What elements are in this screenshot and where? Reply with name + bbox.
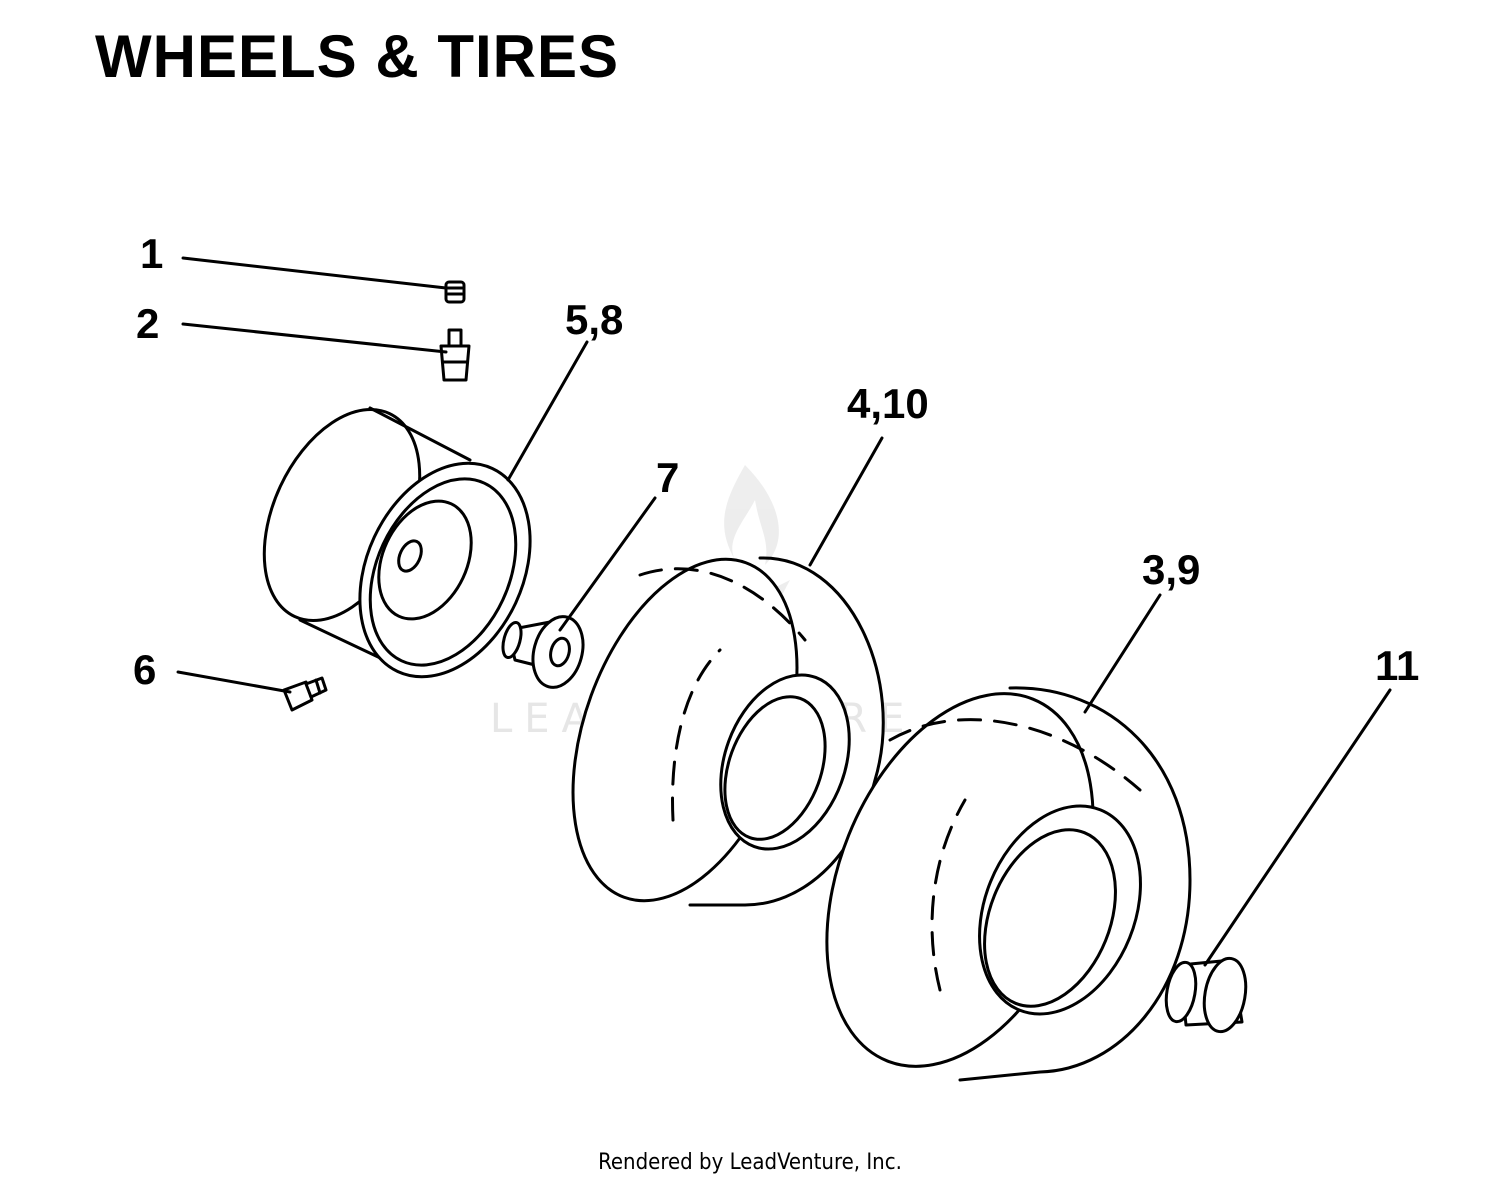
grease-fitting-part	[282, 676, 328, 712]
leader-line-3-9	[1083, 593, 1162, 714]
callout-4-10: 4,10	[847, 380, 929, 427]
callout-7: 7	[656, 454, 679, 501]
callout-6: 6	[133, 646, 156, 693]
callout-1: 1	[140, 230, 163, 277]
hub-cap-part	[1164, 956, 1248, 1034]
footer-credit: Rendered by LeadVenture, Inc.	[598, 1150, 902, 1175]
leader-line-4-10	[808, 436, 884, 567]
tire-outer-part	[825, 686, 1192, 1082]
leader-line-1	[181, 256, 448, 290]
valve-stem-part	[439, 328, 471, 382]
bushing-part	[501, 615, 585, 689]
callout-5-8: 5,8	[565, 296, 623, 343]
leader-line-5-8	[506, 340, 589, 482]
wheel-rim-part	[262, 406, 532, 679]
leader-line-6	[176, 670, 292, 694]
leader-line-11	[1203, 688, 1392, 967]
valve-cap-part	[444, 280, 466, 304]
callout-3-9: 3,9	[1142, 546, 1200, 593]
tire-inner-part	[571, 556, 885, 907]
leader-line-2	[181, 322, 448, 354]
callout-2: 2	[136, 300, 159, 347]
leader-lines	[176, 256, 1392, 967]
page-title: WHEELS & TIRES	[95, 23, 620, 90]
leader-line-7	[558, 496, 657, 632]
callout-11: 11	[1375, 642, 1419, 689]
